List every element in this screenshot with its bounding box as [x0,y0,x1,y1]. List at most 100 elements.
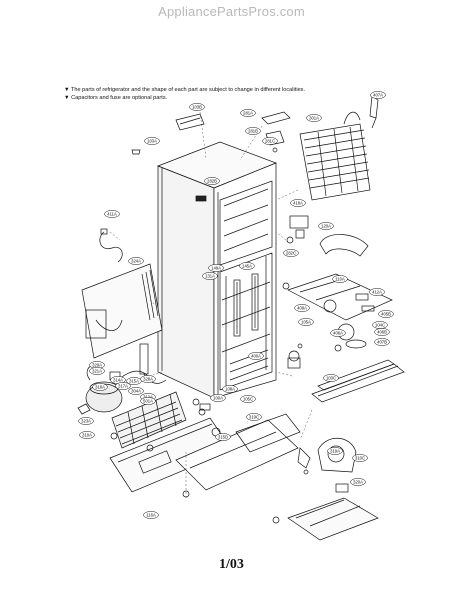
callout-label: 281B [248,129,258,134]
callout-label: 104C [375,323,385,328]
callout-label: 301A [309,116,319,121]
callout-oval [79,431,95,439]
callout-label: 501A [143,399,153,404]
callout-label: 315D [218,435,228,440]
callout-label: 315A [129,379,139,384]
callout-oval [92,383,108,391]
drain-hose [297,447,311,469]
callout-label: 328A [143,377,153,382]
callout-oval [330,329,346,337]
callout-oval [370,91,386,99]
callout-label: 108A [225,387,235,392]
callout-oval [374,328,390,336]
callout-oval [283,249,299,257]
back-cover [81,263,163,359]
callout-oval [327,447,343,455]
callout-oval [332,275,348,283]
callout-oval [202,272,218,280]
callout-label: 317A [118,384,128,389]
fan-shroud [287,437,379,541]
callout-label: 319C [249,415,259,420]
callout-label: 116A [146,513,156,518]
callout-label: 100A [213,396,223,401]
watermark: AppliancePartsPros.com [158,4,305,19]
callout-oval [369,288,385,296]
callout-label: 329A [92,363,102,368]
callout-oval [144,137,160,145]
callout-oval [143,511,159,519]
callout-label: 406B [377,330,387,335]
callout-label: 281C [265,139,275,144]
callout-oval [240,109,256,117]
callout-label: 418A [293,201,303,206]
callout-oval [210,394,226,402]
kick-plate [311,359,405,403]
callout-oval [189,103,205,111]
refrigerator-cabinet [157,141,277,399]
callout-oval [140,375,156,383]
callout-oval [318,222,334,230]
page-number: 1/03 [219,557,244,572]
callout-oval [294,304,310,312]
callout-label: 320A [353,480,363,485]
callout-oval [128,387,144,395]
callout-label: 314A [113,378,123,383]
evaporator-coil [299,95,379,201]
callout-label: 406A [333,331,343,336]
callout-label: 105C [243,397,253,402]
callout-labels: 103B281A301A407A103A281B281C418A411A324A… [78,91,394,519]
callout-oval [262,137,278,145]
callout-label: 312A [143,395,153,400]
callout-label: 120A [321,224,331,229]
callout-label: 409A [297,306,307,311]
callout-label: 412A [372,290,382,295]
callout-label: 323A [81,419,91,424]
callout-label: 103A [147,139,157,144]
callout-label: 321A [92,369,102,374]
callout-label: 319A [330,449,340,454]
callout-label: 324A [131,259,141,264]
callout-oval [352,454,368,462]
callout-oval [128,257,144,265]
callout-oval [306,114,322,122]
callout-label: 282B [207,179,217,184]
callout-oval [208,264,224,272]
callout-oval [298,318,314,326]
callout-oval [246,413,262,421]
callout-oval [350,478,366,486]
callout-oval [104,210,120,218]
note-line: ▼ Capacitors and fuse are optional parts… [64,95,168,101]
diagram-notes: ▼ The parts of refrigerator and the shap… [64,86,305,102]
callout-label: 304A [131,389,141,394]
callout-oval [240,395,256,403]
callout-label: 407B [377,340,387,345]
callout-oval [323,374,339,382]
callout-label: 405B [381,312,391,317]
callout-oval [204,177,220,185]
callout-oval [248,352,264,360]
power-cord [99,228,123,263]
callout-oval [245,127,261,135]
callout-oval [378,310,394,318]
callout-label: 103B [192,105,202,110]
callout-oval [140,397,156,405]
callout-label: 145A [242,264,252,269]
top-hinge-parts [175,111,291,153]
callout-label: 282C [286,251,296,256]
callout-label: 411A [107,212,117,217]
callout-label: 310A [82,433,92,438]
callout-oval [115,382,131,390]
callout-oval [290,199,306,207]
fan-motor-assembly [286,215,393,352]
callout-oval [78,417,94,425]
callout-label: 149A [211,266,221,271]
callout-oval [89,367,105,375]
callout-label: 103C [326,376,336,381]
callout-oval [222,385,238,393]
callout-label: 131A [205,274,215,279]
callout-label: 110A [335,277,345,282]
callout-label: 105A [301,320,311,325]
callout-oval [239,262,255,270]
callout-label: 281A [243,111,253,116]
